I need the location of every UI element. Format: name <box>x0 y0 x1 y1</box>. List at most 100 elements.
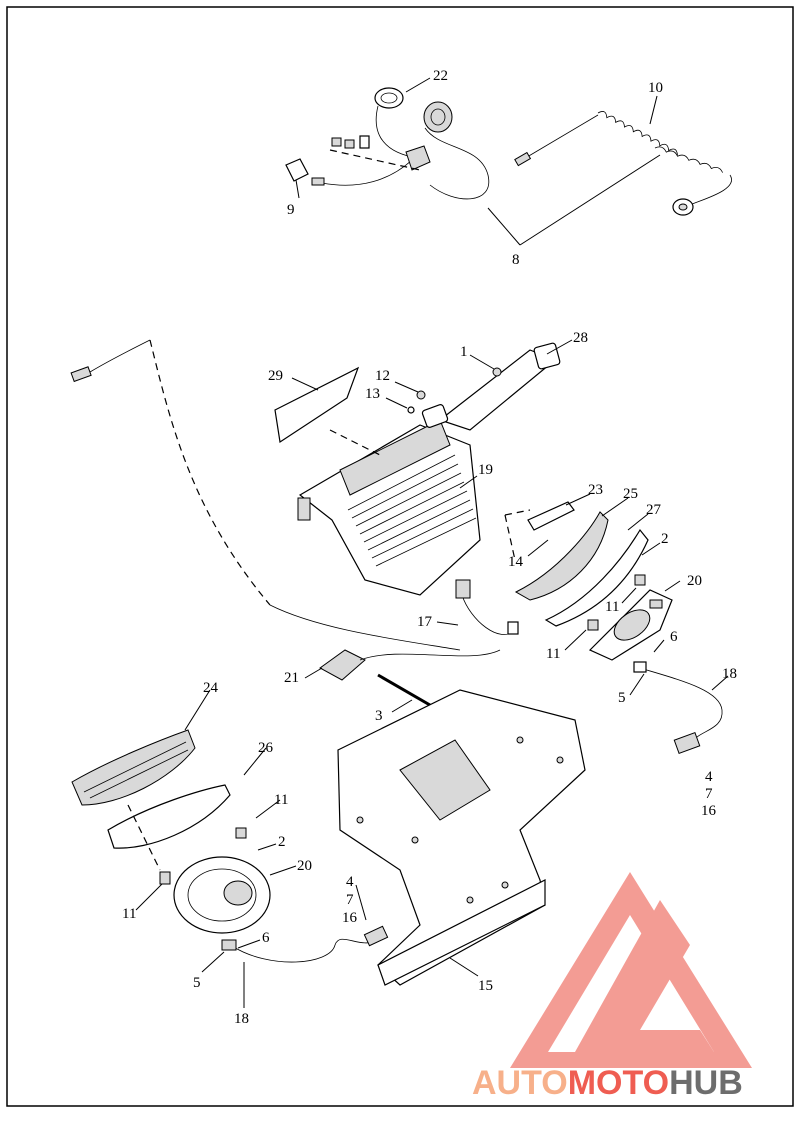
nut-left-a <box>159 871 171 885</box>
headset-ear-pad-left <box>374 87 404 109</box>
speaker-left <box>173 856 271 934</box>
callout-22: 22 <box>433 68 448 84</box>
nut-right-a <box>587 619 599 631</box>
callout-14: 14 <box>508 554 524 570</box>
antenna-cable-solid <box>269 604 461 651</box>
callout-1: 1 <box>460 344 468 360</box>
headset-wire-b <box>424 127 490 200</box>
screw-12 <box>416 390 426 400</box>
callout-11-right-lower: 11 <box>546 646 560 662</box>
watermark-hub: HUB <box>669 1064 743 1102</box>
headset-wire-a <box>375 105 413 158</box>
headset-ear-pad-right <box>423 101 453 133</box>
callout-21: 21 <box>284 670 299 686</box>
radio-module-bracket <box>297 497 311 521</box>
callout-9: 9 <box>287 202 295 218</box>
mounting-bracket-holes <box>356 736 564 904</box>
plug-cap <box>285 158 309 182</box>
label-plate-leader <box>329 429 381 456</box>
headset-clip-c <box>359 135 370 149</box>
callout-2-left: 2 <box>278 834 286 850</box>
callout-6-left: 6 <box>262 930 270 946</box>
coiled-cord-straight <box>521 114 599 161</box>
speaker-left-leader <box>127 804 161 871</box>
mounting-strap <box>421 342 561 431</box>
callout-8: 8 <box>512 252 520 268</box>
leader-lines <box>135 77 729 1008</box>
callout-11-left-lower: 11 <box>122 906 136 922</box>
coiled-cord <box>514 111 732 216</box>
headset-ear-pad-right-inner <box>430 108 446 126</box>
speaker-harness-left <box>231 938 379 963</box>
callout-13: 13 <box>365 386 380 402</box>
washer-13 <box>407 406 415 414</box>
headset-leader-dash <box>329 149 421 171</box>
watermark-auto: AUTO <box>472 1064 568 1102</box>
callout-23: 23 <box>588 482 603 498</box>
radio-module-face <box>339 419 451 496</box>
callout-11-right-upper: 11 <box>605 599 619 615</box>
bracket-leader-b <box>504 514 516 561</box>
callout-labels: 22 10 9 8 28 1 29 12 13 19 23 25 27 2 14… <box>122 68 737 1027</box>
harness-wire <box>461 594 516 635</box>
watermark-triangle <box>510 872 752 1068</box>
callout-20-right: 20 <box>687 573 702 589</box>
callout-24: 24 <box>203 680 219 696</box>
mounting-bracket-opening <box>399 739 491 821</box>
callout-4-right: 4 <box>705 769 713 785</box>
speaker-harness-left-plug <box>221 939 237 951</box>
speaker-left-magnet <box>223 880 253 906</box>
callout-7-right: 7 <box>705 786 713 802</box>
callout-12: 12 <box>375 368 390 384</box>
speaker-left-ring <box>187 868 257 922</box>
radio-module-fins <box>347 454 477 567</box>
callout-20-left: 20 <box>297 858 312 874</box>
headset-cord <box>321 159 413 186</box>
speaker-gasket-left <box>107 784 231 849</box>
watermark-text: AUTOMOTOHUB <box>472 1064 743 1102</box>
diagram-border <box>6 6 794 1107</box>
callout-7-left: 7 <box>346 892 354 908</box>
watermark-inner-shape <box>575 900 714 1052</box>
antenna-connector <box>70 366 92 383</box>
callout-4-left: 4 <box>346 874 354 890</box>
speaker-grille-right <box>514 511 609 601</box>
coiled-cord-plug <box>514 151 532 167</box>
bracket-leader-a <box>504 509 531 516</box>
label-plate <box>274 366 360 444</box>
speaker-gasket-right <box>544 528 649 627</box>
harness-connector <box>455 579 471 599</box>
callout-27: 27 <box>646 502 662 518</box>
callout-6-right: 6 <box>670 629 678 645</box>
speaker-harness-right <box>639 667 723 743</box>
nut-left-b <box>235 827 247 839</box>
coiled-cord-coil-mid <box>654 146 724 173</box>
callout-16-left: 16 <box>342 910 358 926</box>
callout-3: 3 <box>375 708 383 724</box>
callout-17: 17 <box>417 614 433 630</box>
harness-plug <box>507 621 519 635</box>
speaker-right-clip <box>649 599 663 609</box>
callout-5-left: 5 <box>193 975 201 991</box>
mounting-bracket <box>337 689 586 986</box>
watermark-logo <box>510 872 752 1068</box>
plug-connector <box>311 177 325 186</box>
mounting-strap-buckle <box>421 404 449 428</box>
strap-screw <box>492 367 502 377</box>
speaker-right-cone <box>613 609 651 641</box>
antenna-cable-dashed <box>149 339 271 606</box>
callout-16-right: 16 <box>701 803 717 819</box>
headset-junction-box <box>405 145 431 171</box>
callout-28: 28 <box>573 330 588 346</box>
coiled-cord-jack-inner <box>678 203 688 211</box>
callout-15: 15 <box>478 978 493 994</box>
bracket-23 <box>527 501 575 531</box>
speaker-grille-left-mesh <box>83 741 189 799</box>
headset-clip-a <box>331 137 342 147</box>
coiled-cord-tail <box>689 174 732 206</box>
speaker-harness-right-connector <box>673 732 701 754</box>
watermark-moto: MOTO <box>568 1064 669 1102</box>
radio-module-edge <box>299 494 366 581</box>
